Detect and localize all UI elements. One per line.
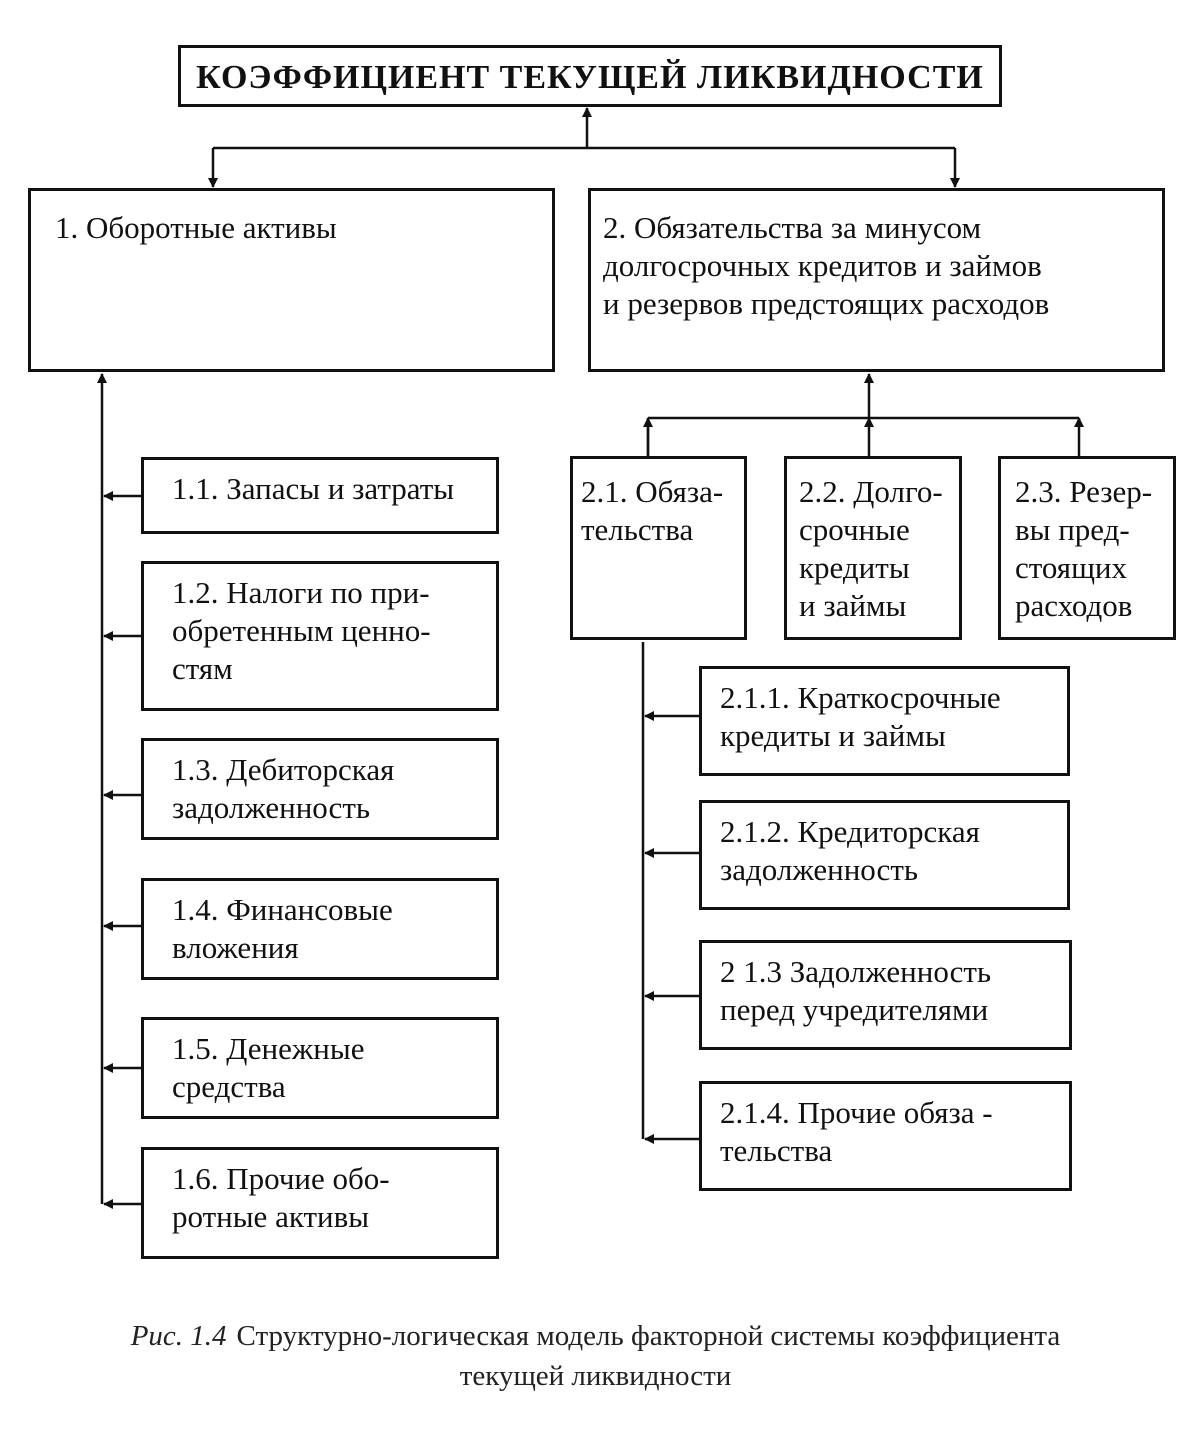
node-2-3: 2.3. Резер- вы пред- стоящих расходов — [998, 456, 1176, 640]
figure-caption: Рис. 1.4 Структурно-логическая модель фак… — [0, 1316, 1191, 1396]
node-text: расходов — [1015, 588, 1133, 623]
node-text: 1. Оборотные активы — [55, 210, 337, 245]
node-2-2: 2.2. Долго- срочные кредиты и займы — [784, 456, 962, 640]
node-text: вы пред- — [1015, 512, 1130, 547]
node-text: 2.1. Обяза- — [581, 474, 724, 509]
node-2-1: 2.1. Обяза- тельства — [570, 456, 747, 640]
title-text: КОЭФФИЦИЕНТ ТЕКУЩЕЙ ЛИКВИДНОСТИ — [196, 59, 984, 96]
node-text: средства — [172, 1069, 286, 1104]
node-liabilities: 2. Обязательства за минусом долгосрочных… — [588, 188, 1165, 372]
node-1-2: 1.2. Налоги по при- обретенным ценно- ст… — [141, 561, 499, 711]
node-text: стоящих — [1015, 550, 1128, 585]
figure-label: Рис. 1.4 — [130, 1320, 227, 1352]
node-text: 1.3. Дебиторская — [172, 752, 395, 787]
node-text: 2.1.4. Прочие обяза - — [720, 1095, 993, 1130]
node-text: срочные — [799, 512, 910, 547]
node-text: и резервов предстоящих расходов — [603, 286, 1050, 321]
node-2-1-3: 2 1.3 Задолженность перед учредителями — [699, 940, 1072, 1050]
node-1-3: 1.3. Дебиторская задолженность — [141, 738, 499, 840]
title-box: КОЭФФИЦИЕНТ ТЕКУЩЕЙ ЛИКВИДНОСТИ — [178, 45, 1002, 107]
node-text: 2. Обязательства за минусом — [603, 210, 982, 245]
node-text: 1.5. Денежные — [172, 1031, 365, 1066]
node-text: перед учредителями — [720, 992, 989, 1027]
node-text: вложения — [172, 930, 299, 965]
node-text: 1.1. Запасы и затраты — [172, 471, 455, 506]
node-text: кредиты — [799, 550, 910, 585]
node-current-assets: 1. Оборотные активы — [28, 188, 555, 372]
node-text: 1.2. Налоги по при- — [172, 575, 430, 610]
node-text: 1.6. Прочие обо- — [172, 1161, 390, 1196]
caption-text: Структурно-логическая модель факторной с… — [236, 1320, 1061, 1352]
node-text: тельства — [581, 512, 694, 547]
node-text: кредиты и займы — [720, 718, 946, 753]
caption-line-1: Рис. 1.4 Структурно-логическая модель фак… — [0, 1316, 1191, 1356]
node-text: стям — [172, 651, 233, 686]
node-text: и займы — [799, 588, 907, 623]
node-text: 2.1.1. Краткосрочные — [720, 680, 1001, 715]
node-text: задолженность — [172, 790, 371, 825]
node-text: 2.1.2. Кредиторская — [720, 814, 980, 849]
node-text: 2.2. Долго- — [799, 474, 943, 509]
node-text: долгосрочных кредитов и займов — [603, 248, 1042, 283]
node-1-5: 1.5. Денежные средства — [141, 1017, 499, 1119]
node-text: ротные активы — [172, 1199, 370, 1234]
node-text: обретенным ценно- — [172, 613, 431, 648]
node-1-1: 1.1. Запасы и затраты — [141, 457, 499, 534]
node-1-4: 1.4. Финансовые вложения — [141, 878, 499, 980]
node-2-1-2: 2.1.2. Кредиторская задолженность — [699, 800, 1070, 910]
node-2-1-1: 2.1.1. Краткосрочные кредиты и займы — [699, 666, 1070, 776]
node-text: 2.3. Резер- — [1015, 474, 1153, 509]
node-2-1-4: 2.1.4. Прочие обяза - тельства — [699, 1081, 1072, 1191]
node-text: 2 1.3 Задолженность — [720, 954, 992, 989]
node-1-6: 1.6. Прочие обо- ротные активы — [141, 1147, 499, 1259]
node-text: 1.4. Финансовые — [172, 892, 393, 927]
node-text: задолженность — [720, 852, 919, 887]
node-text: тельства — [720, 1133, 833, 1168]
caption-line-2: текущей ликвидности — [459, 1360, 732, 1392]
